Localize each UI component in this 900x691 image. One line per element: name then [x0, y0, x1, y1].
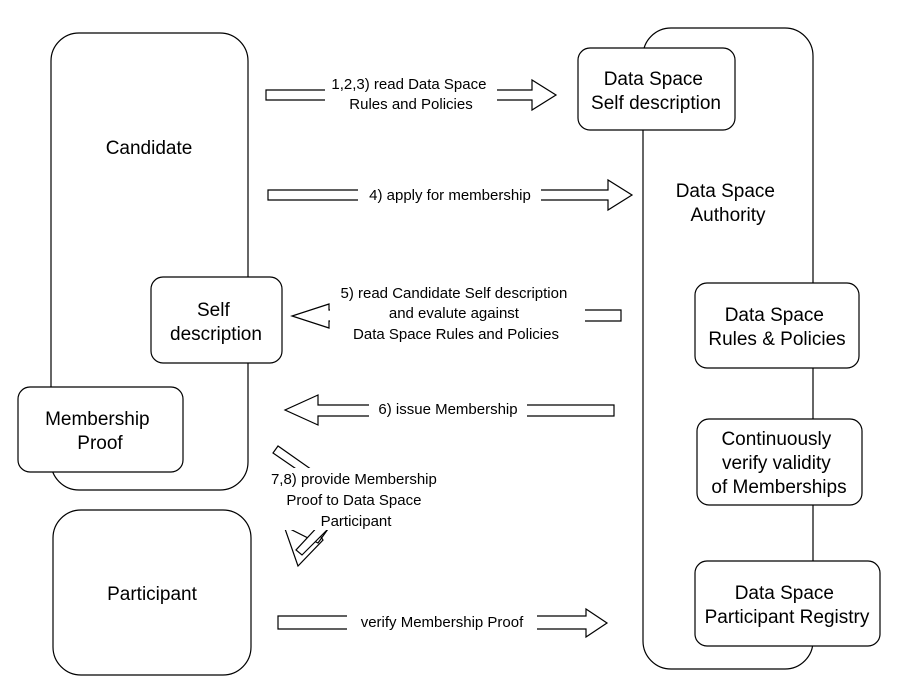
- verify-validity-box: [696, 418, 863, 506]
- candidate-box: [50, 32, 249, 491]
- participant-registry-label: Data Space Participant Registry: [705, 583, 870, 628]
- membership-proof-box: [17, 386, 184, 473]
- rules-policies-box: [694, 282, 860, 369]
- rules-policies-label: Data Space Rules & Policies: [708, 305, 845, 350]
- verify-validity-label: Continuously verify validity of Membersh…: [711, 429, 846, 498]
- apply-membership-label: 4) apply for membership: [369, 187, 531, 204]
- participant-label: Participant: [107, 584, 197, 605]
- candidate-self-description-box: [150, 276, 283, 364]
- issue-membership-label: 6) issue Membership: [378, 401, 517, 418]
- data-space-authority-label: Data Space Authority: [676, 181, 781, 226]
- provide-proof-label: 7,8) provide Membership Proof to Data Sp…: [271, 471, 441, 530]
- data-space-self-description-box: [577, 47, 736, 131]
- candidate-label: Candidate: [106, 138, 193, 159]
- verify-proof-label: verify Membership Proof: [361, 614, 524, 631]
- read-rules-label: 1,2,3) read Data Space Rules and Policie…: [331, 76, 490, 113]
- participant-box: [52, 509, 252, 676]
- membership-proof-label: Membership Proof: [45, 409, 155, 454]
- candidate-self-description-label: Self description: [170, 300, 262, 345]
- data-space-self-description-label: Data Space Self description: [591, 69, 721, 114]
- participant-registry-box: [694, 560, 881, 647]
- read-candidate-label: 5) read Candidate Self description and e…: [341, 285, 572, 343]
